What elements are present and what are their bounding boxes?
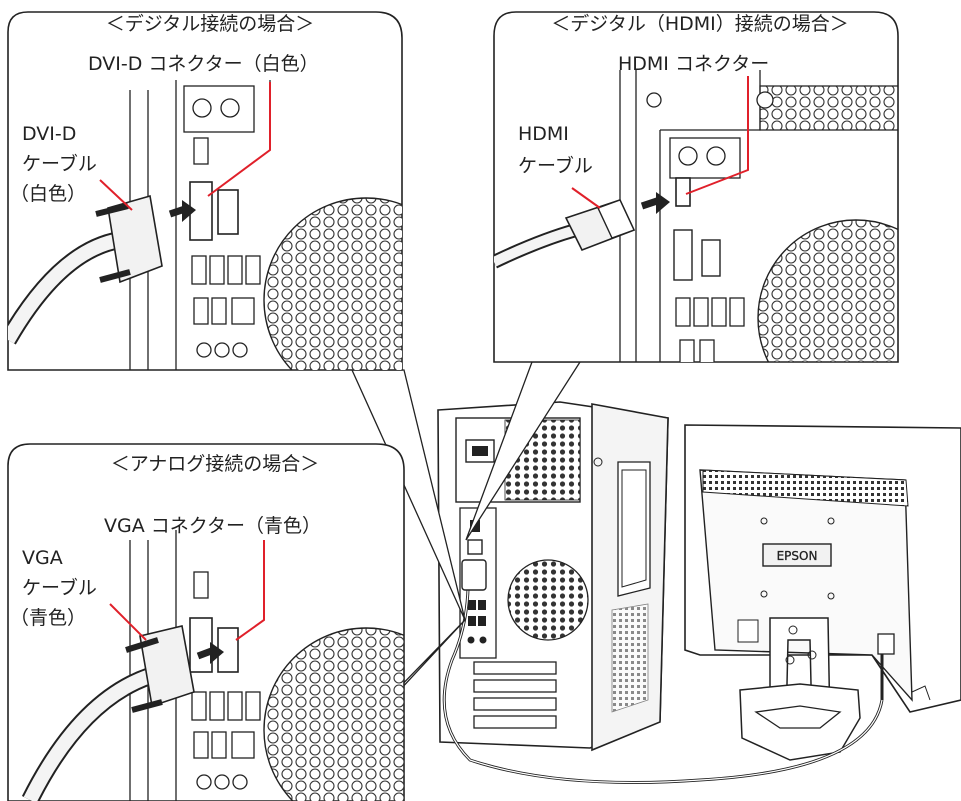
dvi-cable-plug — [107, 194, 163, 284]
vga-cable-plug — [139, 625, 195, 708]
panel-title-dvi: ＜デジタル接続の場合＞ — [105, 13, 315, 35]
dvi-connector-label: DVI-D コネクター（白色） — [88, 53, 319, 75]
dvi-cable-label-1: DVI-D — [22, 123, 77, 145]
leader-lines — [99, 76, 749, 641]
vga-cable-label-2: ケーブル — [22, 577, 97, 599]
panel-title-hdmi: ＜デジタル（HDMI）接続の場合＞ — [551, 13, 849, 35]
monitor-epson-badge: EPSON — [762, 543, 832, 567]
panel-title-vga: ＜アナログ接続の場合＞ — [110, 453, 320, 475]
panel-hdmi — [493, 11, 899, 363]
panel-vga — [7, 443, 405, 801]
vga-connector-label: VGA コネクター（青色） — [104, 515, 321, 537]
vga-cable-label-3: （青色） — [10, 607, 87, 629]
vga-cable-label-1: VGA — [22, 547, 63, 569]
monitor: EPSON — [684, 424, 961, 761]
panel-dvi — [7, 11, 403, 371]
hdmi-cable-label-1: HDMI — [518, 123, 569, 145]
hdmi-connector-label: HDMI コネクター — [618, 53, 770, 75]
hdmi-cable-label-2: ケーブル — [518, 155, 593, 177]
dvi-cable-label-3: （白色） — [10, 183, 87, 205]
dvi-cable-label-2: ケーブル — [22, 153, 97, 175]
svg-text:EPSON: EPSON — [777, 549, 818, 563]
hdmi-port — [675, 177, 691, 207]
